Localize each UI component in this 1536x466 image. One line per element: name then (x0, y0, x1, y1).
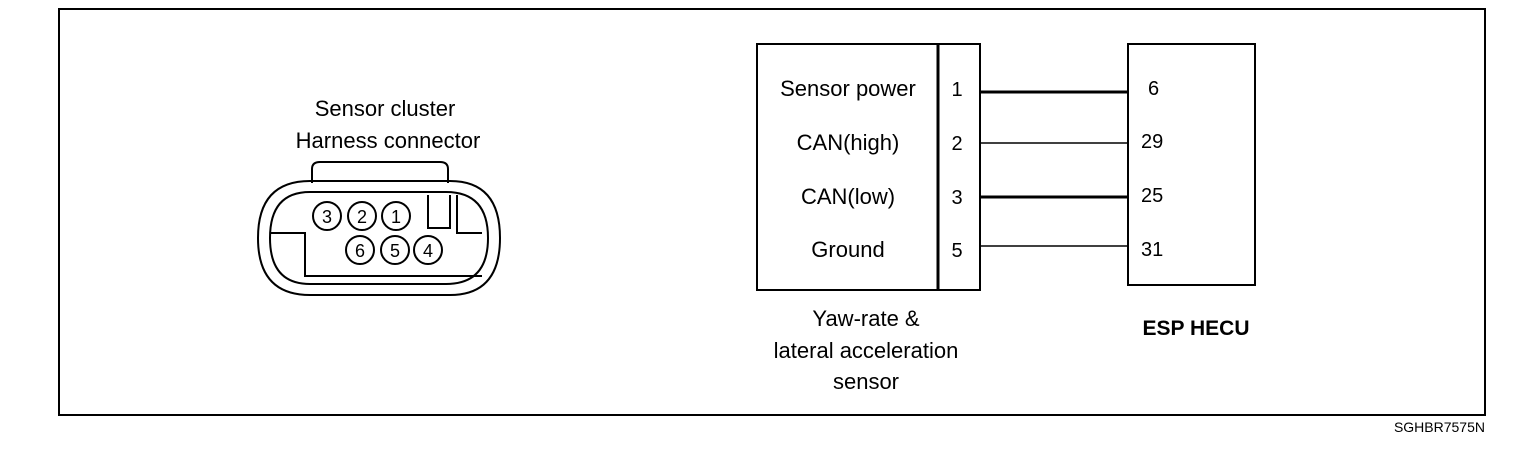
connector-pin-2: 2 (347, 201, 377, 231)
harness-connector-drawing (256, 161, 502, 296)
wires (980, 90, 1128, 247)
connector-pin-1: 1 (381, 201, 411, 231)
sensor-caption-line2: lateral acceleration (774, 338, 959, 363)
connector-pin-5: 5 (380, 235, 410, 265)
ecu-pin-29: 29 (1141, 131, 1163, 153)
connector-title-line2: Harness connector (296, 128, 481, 153)
sensor-pin-5: 5 (951, 240, 962, 262)
sensor-caption-line1: Yaw-rate & (812, 306, 920, 331)
connector-pin-3: 3 (312, 201, 342, 231)
ecu-pin-6: 6 (1148, 78, 1159, 100)
connector-pin-6: 6 (345, 235, 375, 265)
ecu-pin-31: 31 (1141, 239, 1163, 261)
ecu-pin-25: 25 (1141, 185, 1163, 207)
ecu-block (1127, 43, 1256, 286)
svg-text:5: 5 (390, 241, 400, 261)
sensor-row-label-1: Sensor power (780, 76, 916, 101)
ecu-caption: ESP HECU (1143, 317, 1250, 340)
sensor-row-label-2: CAN(high) (797, 130, 900, 155)
sensor-block (756, 43, 981, 291)
svg-text:4: 4 (423, 241, 433, 261)
sensor-pin-3: 3 (951, 187, 962, 209)
sensor-row-label-4: Ground (811, 237, 884, 262)
svg-text:6: 6 (355, 241, 365, 261)
svg-text:1: 1 (391, 207, 401, 227)
figure-code: SGHBR7575N (1394, 419, 1485, 435)
diagram-frame (58, 8, 1486, 416)
svg-text:2: 2 (357, 207, 367, 227)
sensor-row-label-3: CAN(low) (801, 184, 895, 209)
connector-title-line1: Sensor cluster (315, 96, 456, 121)
sensor-caption-line3: sensor (833, 369, 899, 394)
connector-pin-4: 4 (413, 235, 443, 265)
sensor-pin-1: 1 (951, 79, 962, 101)
sensor-pin-2: 2 (951, 133, 962, 155)
svg-text:3: 3 (322, 207, 332, 227)
